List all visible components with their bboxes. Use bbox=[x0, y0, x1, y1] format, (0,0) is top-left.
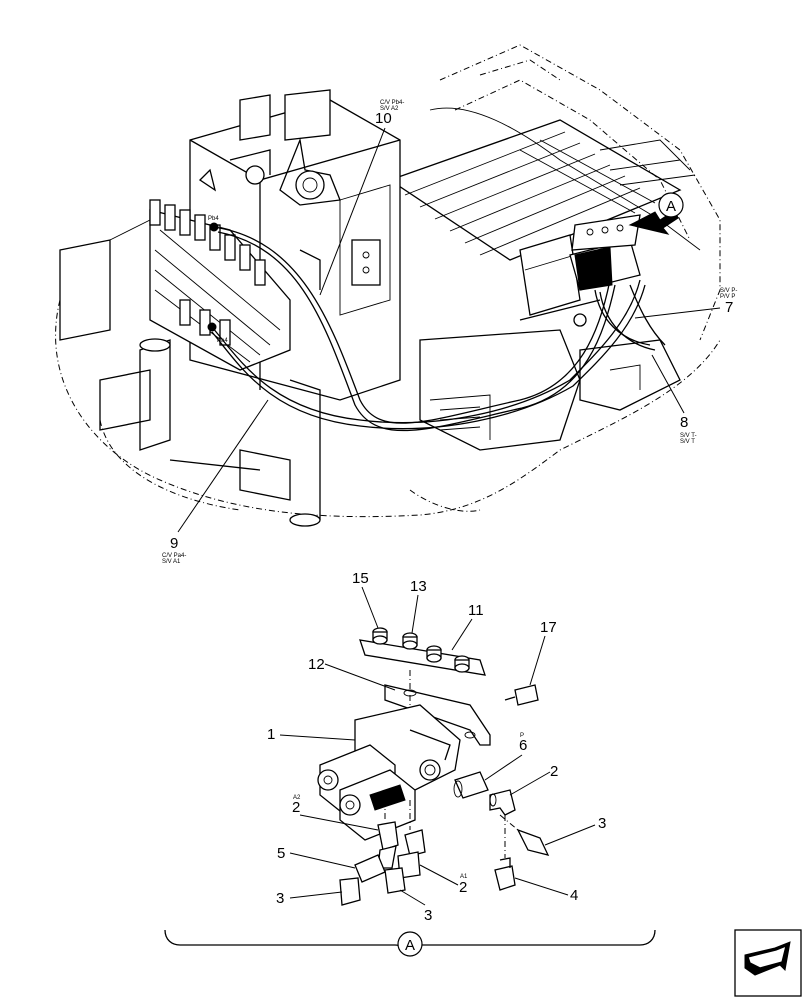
lower-callouts: 15 13 11 17 12 1 P 6 2 A2 2 3 5 A1 2 4 3… bbox=[267, 570, 606, 924]
fitting-part-6 bbox=[454, 771, 489, 799]
callout-15: 15 bbox=[352, 570, 369, 587]
callout-8-code-line2: S/V T bbox=[680, 439, 695, 445]
callout-2-right: 2 bbox=[550, 763, 558, 780]
elbow-part-2-a1 bbox=[404, 829, 426, 857]
callout-4: 4 bbox=[570, 887, 578, 904]
callout-10-code-line2: S/V A2 bbox=[380, 106, 399, 112]
callout-8: 8 S/V T- S/V T bbox=[651, 354, 697, 445]
callout-6: 6 bbox=[519, 737, 527, 754]
port-label-pb4: Pb4 bbox=[208, 216, 219, 222]
callout-9-code-line2: S/V A1 bbox=[162, 559, 181, 565]
callout-9: 9 C/V Pa4- S/V A1 bbox=[162, 399, 269, 565]
callout-1: 1 bbox=[267, 726, 275, 743]
callout-12: 12 bbox=[308, 656, 325, 673]
callout-5: 5 bbox=[277, 845, 285, 862]
valve-body-part-1 bbox=[317, 704, 461, 841]
callout-7-code-line1: S/V P- bbox=[720, 288, 737, 294]
callout-7-code-line2: P/V P bbox=[720, 294, 735, 300]
callout-2-port-a2: A2 bbox=[293, 795, 301, 801]
callout-6-port: P bbox=[520, 733, 524, 739]
tee-part-4 bbox=[494, 865, 516, 891]
callout-3-middle: 3 bbox=[424, 907, 432, 924]
callout-17: 17 bbox=[540, 619, 557, 636]
detail-a-marker-bottom: A bbox=[397, 931, 423, 957]
hydraulic-hoses bbox=[211, 226, 666, 432]
callout-7: S/V P- P/V P 7 bbox=[634, 288, 737, 319]
elbow-part-2-a2 bbox=[377, 821, 399, 851]
callout-10-code-line1: C/V Pb4- bbox=[380, 100, 404, 106]
bracket-part-12 bbox=[384, 684, 491, 746]
callout-2-a2: 2 bbox=[292, 799, 300, 816]
callout-10: C/V Pb4- S/V A2 10 bbox=[319, 100, 404, 296]
callout-8-code-line1: S/V T- bbox=[680, 433, 697, 439]
callout-3-right: 3 bbox=[598, 815, 606, 832]
callout-9-code-line1: C/V Pa4- bbox=[162, 553, 186, 559]
callout-2-a1: 2 bbox=[459, 879, 467, 896]
next-page-icon[interactable] bbox=[734, 929, 802, 997]
exploded-detail-a bbox=[164, 627, 656, 953]
callout-13: 13 bbox=[410, 578, 427, 595]
svg-text:A: A bbox=[666, 198, 676, 215]
svg-text:10: 10 bbox=[375, 110, 392, 127]
bolt-part-17 bbox=[514, 684, 539, 706]
port-label-pa4: Pa4 bbox=[217, 338, 228, 344]
svg-text:8: 8 bbox=[680, 414, 688, 431]
adapter-part-3-left bbox=[339, 877, 361, 906]
svg-text:A: A bbox=[405, 937, 415, 954]
adapter-part-3-right bbox=[516, 828, 550, 856]
adapter-part-3-middle bbox=[384, 867, 406, 894]
callout-3-left: 3 bbox=[276, 890, 284, 907]
detail-a-marker-top: A bbox=[658, 192, 684, 218]
callout-2-port-a1: A1 bbox=[460, 874, 468, 880]
callout-11: 11 bbox=[468, 602, 484, 619]
svg-text:9: 9 bbox=[170, 535, 178, 552]
machine-frame-drawing bbox=[55, 44, 721, 527]
solenoid-valve-unit bbox=[519, 214, 641, 327]
svg-text:7: 7 bbox=[725, 299, 733, 316]
control-valve-block bbox=[149, 199, 291, 371]
radiator-fins bbox=[388, 119, 696, 261]
